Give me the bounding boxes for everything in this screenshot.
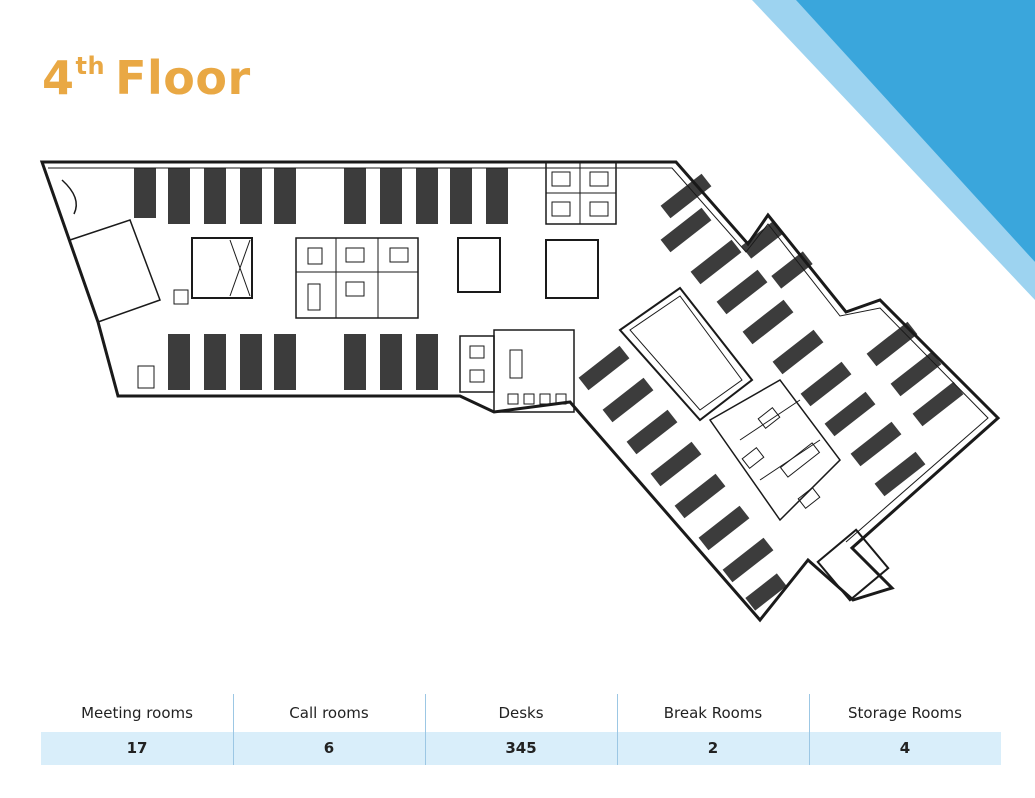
- desk-area-top: [134, 168, 508, 224]
- stat-label: Meeting rooms: [81, 704, 193, 722]
- kitchen-seating: [507, 393, 567, 405]
- stat-break-rooms: Break Rooms 2: [617, 694, 809, 765]
- stat-desks: Desks 345: [425, 694, 617, 765]
- meeting-cluster-diagonal: [708, 379, 841, 522]
- call-rooms-bottom: [459, 335, 495, 393]
- stats-table: Meeting rooms 17 Call rooms 6 Desks 345 …: [41, 694, 1001, 765]
- stat-value: 345: [425, 732, 617, 765]
- elevator-core: [457, 237, 501, 293]
- stair-core-bottom: [816, 528, 890, 602]
- accent-dark-stripe: [796, 0, 1035, 262]
- atrium: [618, 286, 754, 422]
- page-title: 4th Floor: [42, 36, 251, 108]
- stat-label: Storage Rooms: [848, 704, 962, 722]
- floor-word: Floor: [115, 51, 251, 105]
- desk-area-bottom: [168, 334, 438, 390]
- floor-plan: [39, 160, 1001, 623]
- stat-value: 4: [809, 732, 1001, 765]
- stat-meeting-rooms: Meeting rooms 17: [41, 694, 233, 765]
- stair-core-left-x2: [229, 239, 251, 297]
- meeting-block-left: [295, 237, 419, 319]
- lobby-curve: [61, 179, 77, 215]
- meeting-tables: [137, 171, 821, 509]
- stat-value: 6: [233, 732, 425, 765]
- stat-call-rooms: Call rooms 6: [233, 694, 425, 765]
- stat-label: Call rooms: [289, 704, 369, 722]
- floor-number: 4: [42, 51, 75, 105]
- building-outline: [39, 160, 1001, 623]
- stat-value: 17: [41, 732, 233, 765]
- atrium-inner: [629, 295, 743, 411]
- desk-area-wing-lower: [578, 345, 787, 611]
- stair-core-right: [545, 239, 599, 299]
- accent-light-stripe: [752, 0, 1035, 300]
- stat-label: Desks: [498, 704, 544, 722]
- stair-core-left: [191, 237, 253, 299]
- desk-area-wing-upper: [660, 173, 964, 497]
- meeting-cluster-div-1: [739, 399, 801, 441]
- stat-value: 2: [617, 732, 809, 765]
- floor-ordinal-suffix: th: [75, 52, 106, 80]
- stat-storage-rooms: Storage Rooms 4: [809, 694, 1001, 765]
- stat-label: Break Rooms: [663, 704, 763, 722]
- lobby-wall: [69, 219, 161, 323]
